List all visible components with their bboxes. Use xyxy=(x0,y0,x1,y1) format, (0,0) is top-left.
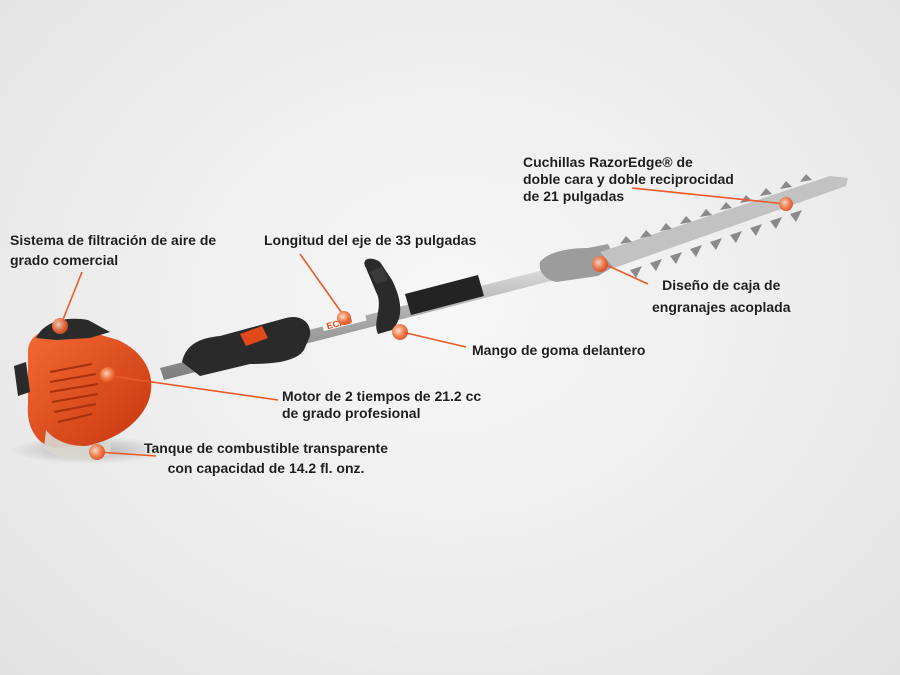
callout-dots xyxy=(52,197,793,460)
cooling-vents xyxy=(49,363,99,423)
blade-teeth xyxy=(620,174,812,278)
callout-line-blades xyxy=(631,187,787,205)
callout-line-gearbox xyxy=(603,263,649,285)
callout-line-shaft-length xyxy=(299,253,345,317)
callout-label-gearbox: Diseño de caja de engranajes acoplada xyxy=(652,277,791,315)
callout-dot-gearbox xyxy=(592,256,608,272)
pull-starter xyxy=(14,362,30,396)
callout-line-air-filter xyxy=(61,271,83,323)
callout-dot-fuel-tank xyxy=(89,444,105,460)
callout-dot-blades xyxy=(779,197,793,211)
callout-label-front-handle: Mango de goma delantero xyxy=(472,342,646,358)
callout-label-blades: Cuchillas RazorEdge® de doble cara y dob… xyxy=(523,154,734,204)
callout-line-engine xyxy=(109,375,279,401)
callout-line-front-handle xyxy=(401,331,467,348)
callout-label-engine: Motor de 2 tiempos de 21.2 cc de grado p… xyxy=(282,388,482,421)
rear-handle xyxy=(182,316,311,376)
callout-label-air-filter: Sistema de filtración de aire de grado c… xyxy=(10,232,217,268)
gearbox xyxy=(539,244,618,282)
callout-lines xyxy=(61,187,787,457)
shaft-grip xyxy=(405,275,484,315)
callout-dot-front-handle xyxy=(392,324,408,340)
callout-label-shaft-length: Longitud del eje de 33 pulgadas xyxy=(264,232,477,248)
callout-dot-air-filter xyxy=(52,318,68,334)
engine-housing xyxy=(27,328,152,448)
callout-label-fuel-tank: Tanque de combustible transparente con c… xyxy=(144,440,389,476)
throttle-trigger xyxy=(240,326,268,346)
callout-line-fuel-tank xyxy=(97,451,157,457)
callout-dot-engine xyxy=(100,367,116,383)
callout-dot-shaft-length xyxy=(337,311,351,325)
